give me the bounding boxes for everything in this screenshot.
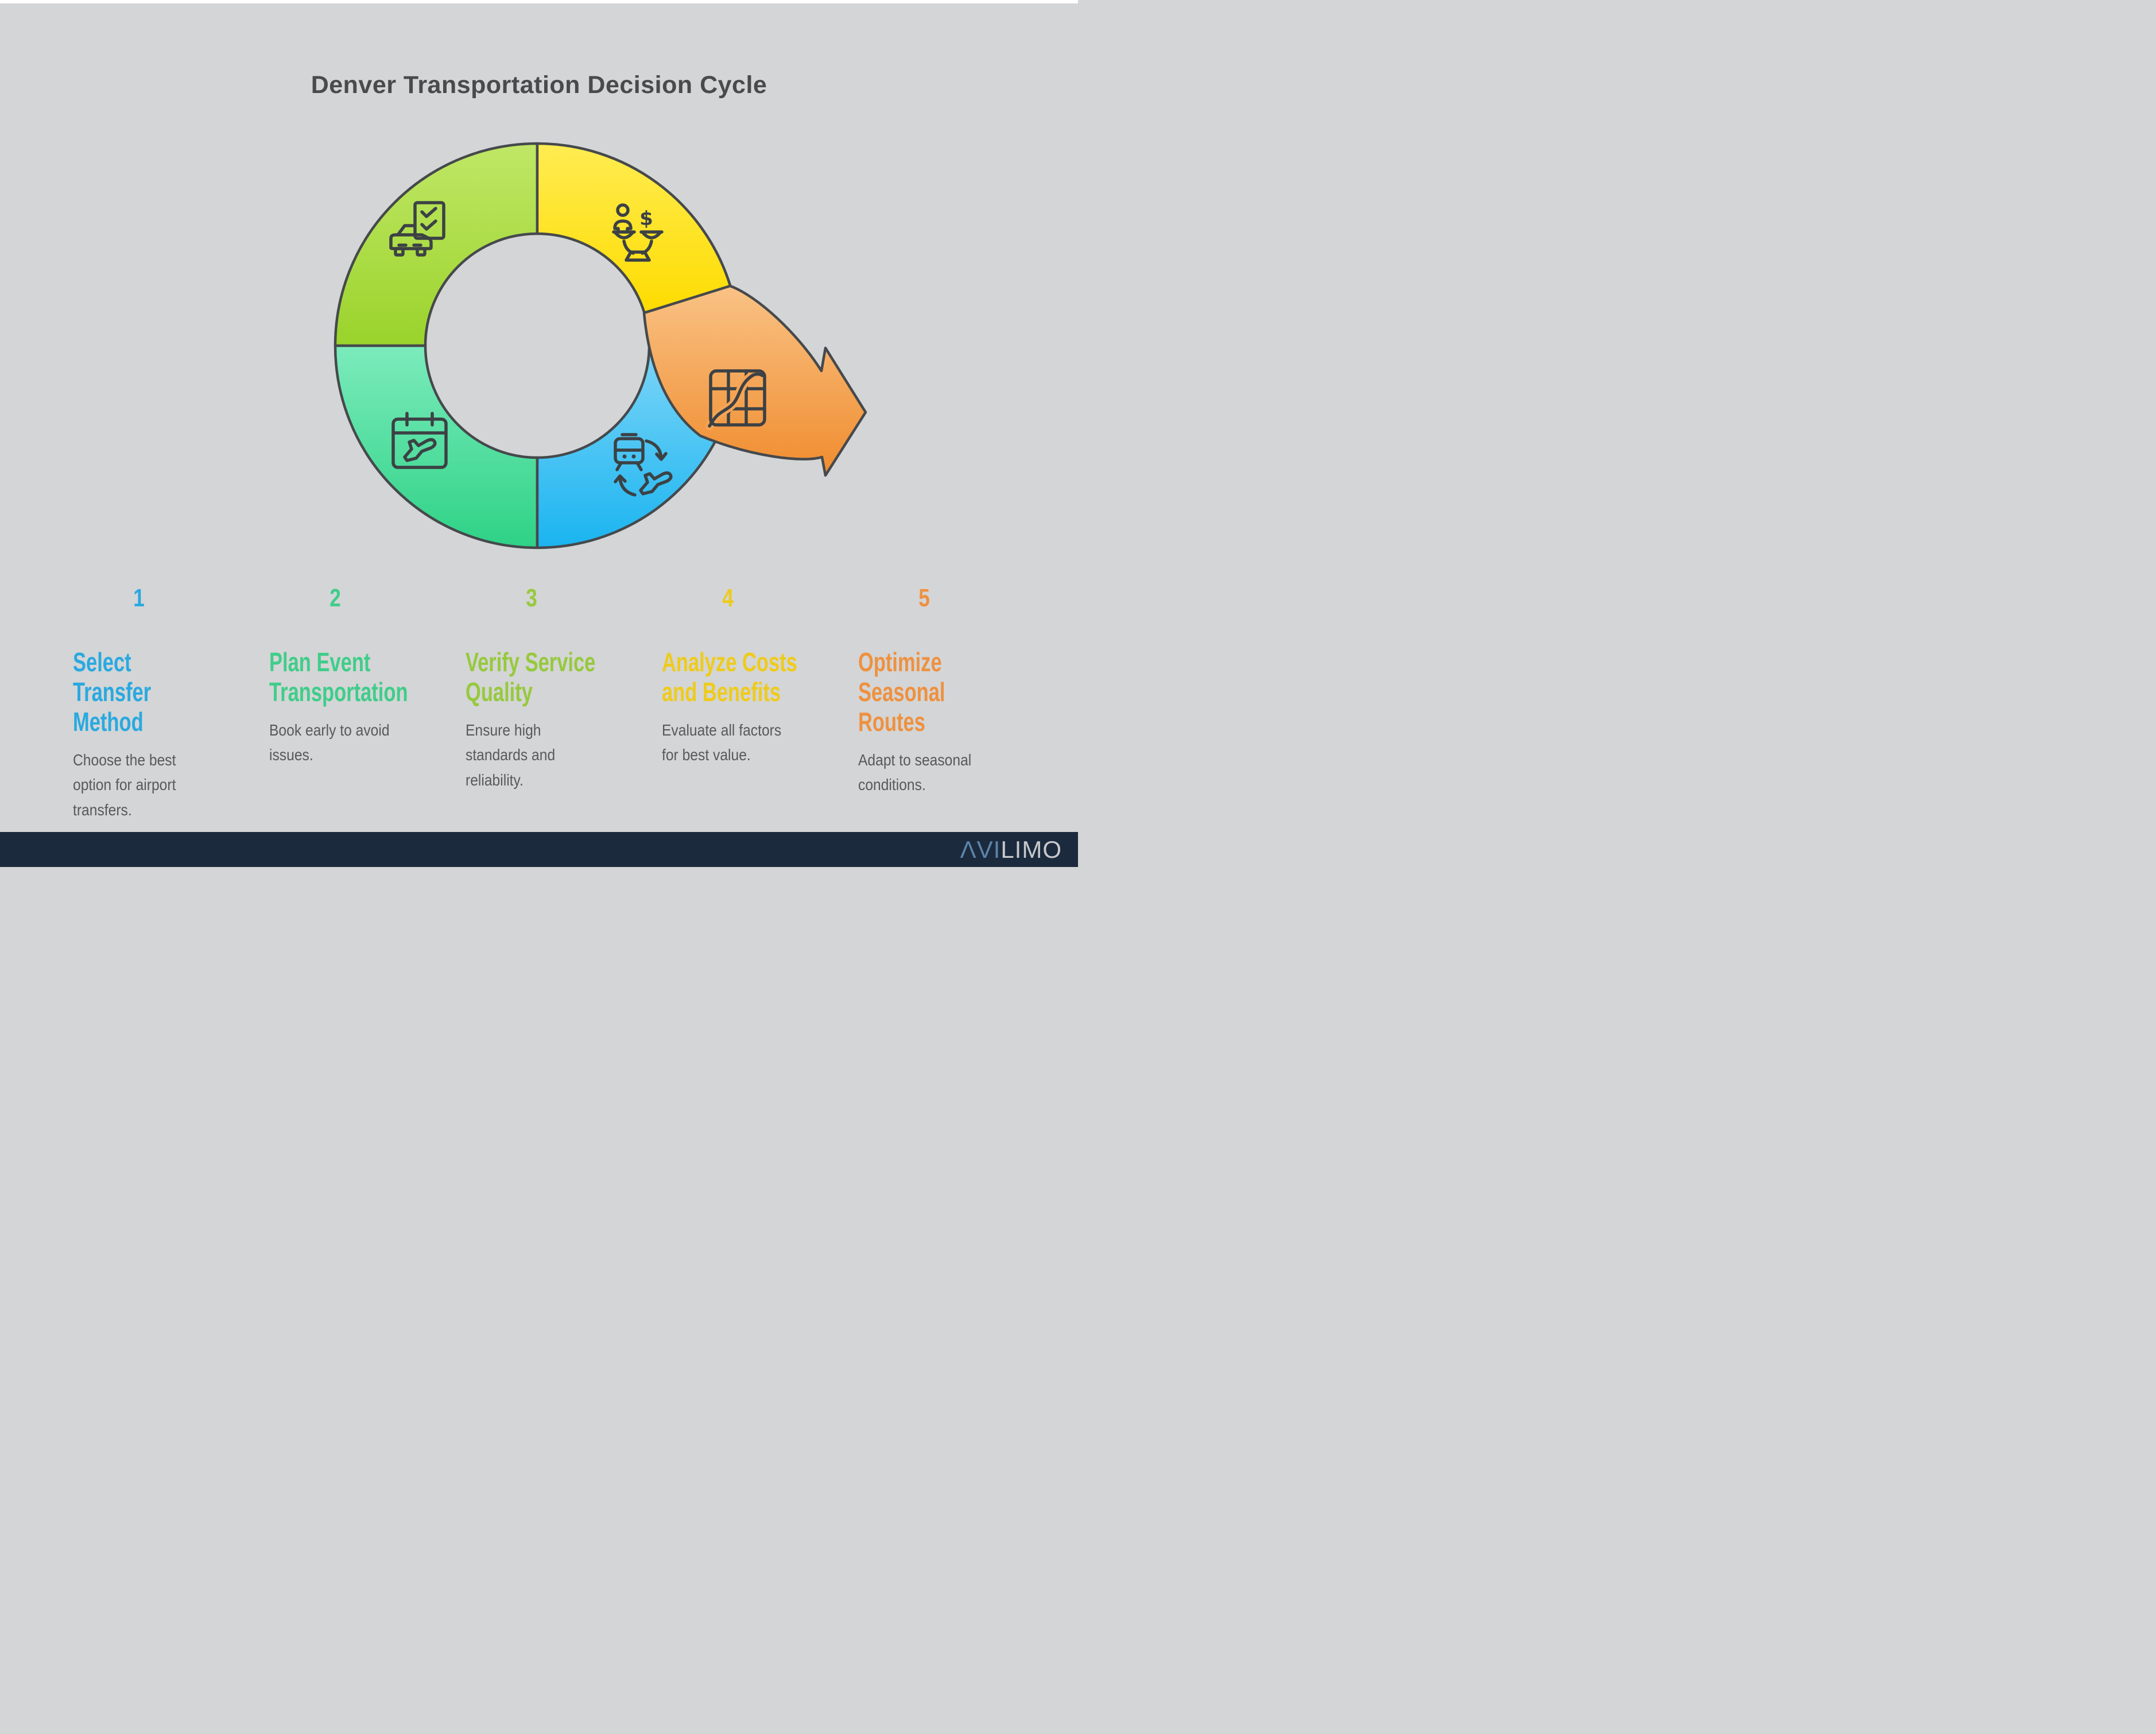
infographic-page: Denver Transportation Decision Cycle — [0, 0, 1078, 867]
brand-logo: ΛVILIMO — [960, 835, 1062, 863]
brand-logo-avi: ΛVI — [960, 835, 1001, 863]
step-number: 3 — [526, 584, 537, 612]
brand-logo-limo: LIMO — [1001, 835, 1062, 863]
segment-analyze-costs — [536, 142, 732, 314]
segment-plan-event — [334, 344, 539, 549]
step-number: 5 — [918, 584, 930, 612]
step-number: 4 — [722, 584, 734, 612]
train-plane-swap-icon — [614, 433, 671, 497]
dollar-sign: $ — [639, 207, 653, 230]
map-route-icon — [705, 369, 767, 431]
cycle-diagram: $ — [334, 142, 867, 549]
car-checklist-icon — [389, 201, 445, 257]
segment-arrow-optimize-routes — [642, 284, 867, 477]
balance-scale-icon: $ — [612, 203, 664, 262]
calendar-plane-icon — [391, 412, 448, 469]
segment-verify-quality — [334, 142, 539, 347]
step-number: 2 — [329, 584, 341, 612]
step-number: 1 — [133, 584, 145, 612]
page-title: Denver Transportation Decision Cycle — [311, 71, 767, 99]
footer-bar: ΛVILIMO — [0, 832, 1078, 867]
